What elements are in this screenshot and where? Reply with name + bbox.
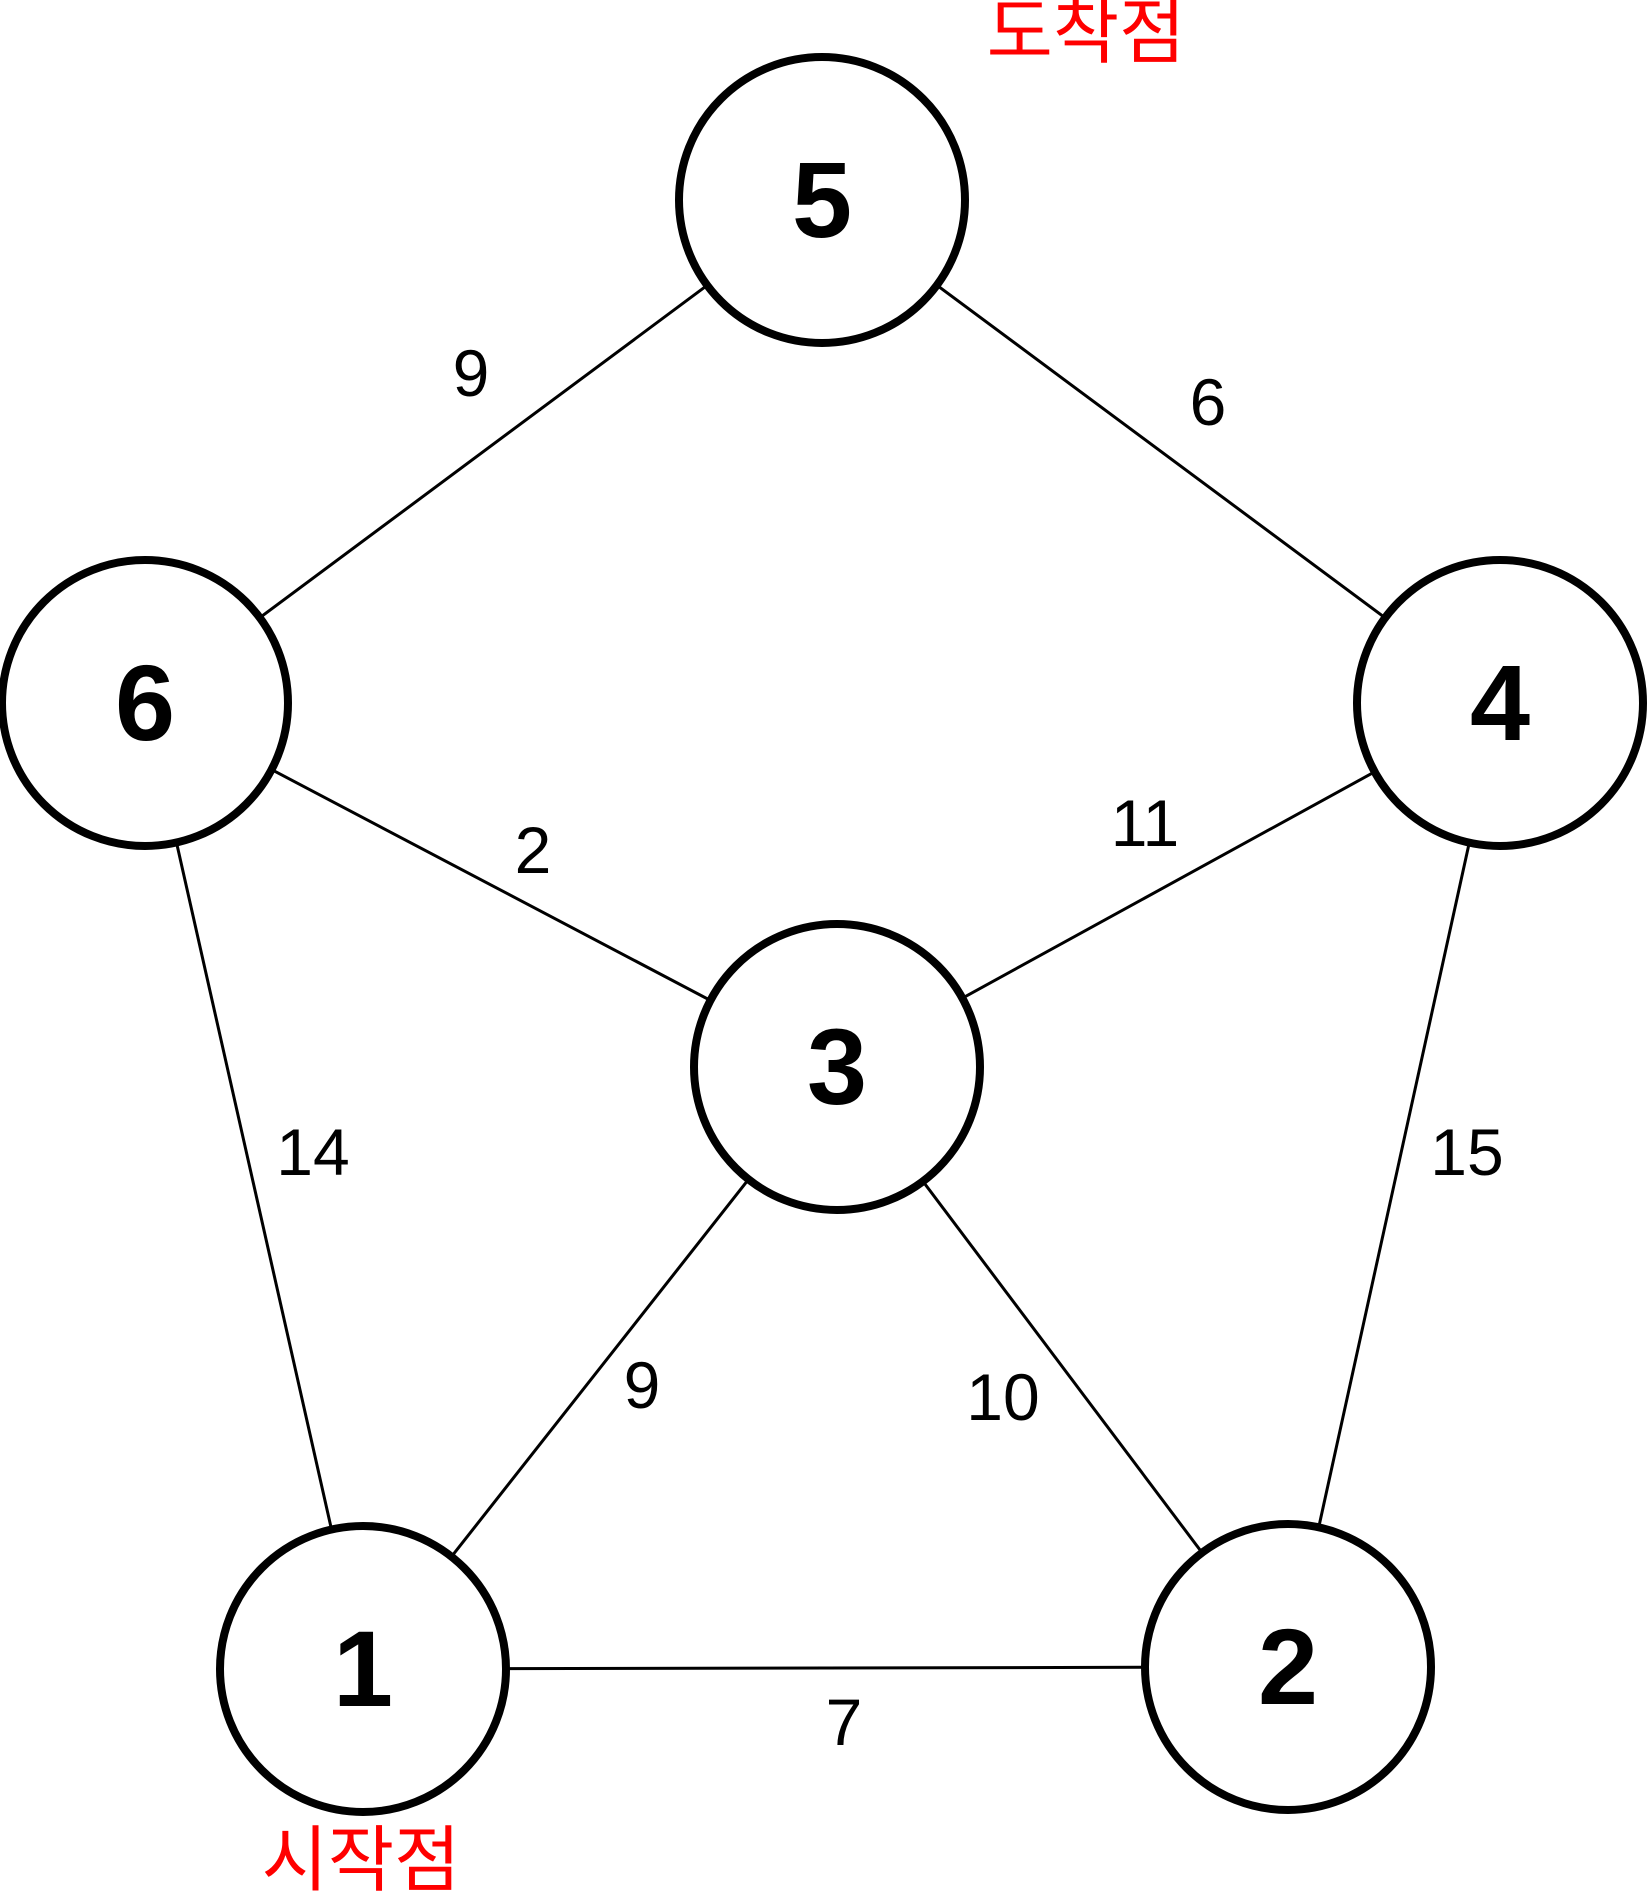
start-annotation: 시작점 <box>262 1821 461 1899</box>
edge-1-2 <box>362 1665 1289 1671</box>
edge-weight-group: 9 6 2 11 14 9 10 15 7 <box>276 336 1503 1759</box>
node-5: 5 <box>675 53 969 347</box>
node-1: 1 <box>216 1522 510 1816</box>
edge-weight-6-3: 2 <box>515 813 552 887</box>
node-4-label: 4 <box>1470 642 1530 763</box>
node-3-circle <box>690 920 984 1214</box>
edge-weight-6-1: 14 <box>276 1115 349 1189</box>
node-5-circle <box>675 53 969 347</box>
edge-weight-5-6: 9 <box>453 336 490 410</box>
node-5-label: 5 <box>792 139 852 260</box>
edge-weight-1-3: 9 <box>624 1348 661 1422</box>
node-6: 6 <box>0 556 292 850</box>
annotation-group: 도착점 시작점 <box>262 0 1186 1899</box>
node-4-circle <box>1353 556 1647 850</box>
edge-weight-5-4: 6 <box>1190 365 1227 439</box>
edge-weight-4-2: 15 <box>1430 1115 1503 1189</box>
node-3: 3 <box>690 920 984 1214</box>
node-2-circle <box>1141 1520 1435 1814</box>
node-4: 4 <box>1353 556 1647 850</box>
node-3-label: 3 <box>807 1006 867 1127</box>
node-2: 2 <box>1141 1520 1435 1814</box>
node-1-label: 1 <box>333 1608 393 1729</box>
node-2-label: 2 <box>1258 1606 1318 1727</box>
node-6-circle <box>0 556 292 850</box>
edge-4-2 <box>1286 702 1502 1668</box>
edge-6-1 <box>143 702 365 1670</box>
edge-weight-3-4: 11 <box>1111 786 1180 860</box>
node-1-circle <box>216 1522 510 1816</box>
node-6-label: 6 <box>115 642 175 763</box>
node-group: 5 6 4 3 1 2 <box>0 53 1647 1816</box>
edge-weight-1-2: 7 <box>826 1685 863 1759</box>
destination-annotation: 도착점 <box>987 0 1186 73</box>
edge-weight-3-2: 10 <box>966 1360 1039 1434</box>
